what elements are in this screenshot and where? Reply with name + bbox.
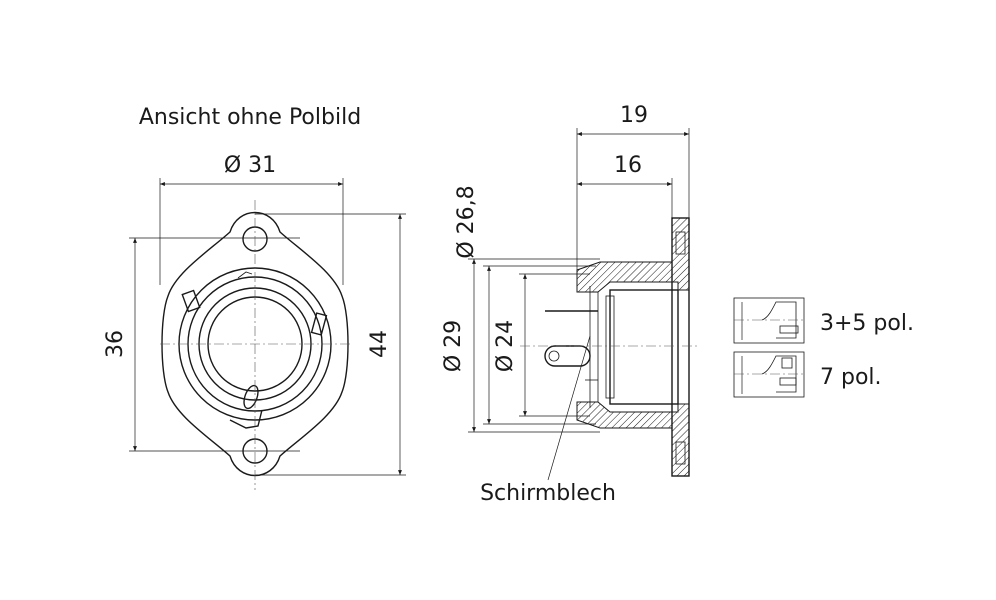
side-view: 19 16 Ø 26,8 Ø 29 Ø 24: [441, 103, 700, 506]
flange-outline: [161, 211, 349, 477]
flange-hole-bottom: [675, 441, 686, 465]
dimension-dia-24: Ø 24: [493, 273, 590, 417]
solder-hole: [548, 350, 560, 362]
latch-tab-right: [310, 312, 328, 336]
front-view: Ansicht ohne Polbild Ø 31 36 44: [103, 105, 406, 490]
key-notch: [229, 409, 263, 429]
variant-thumb-7: [733, 351, 805, 398]
solder-cup: [544, 345, 591, 367]
flange-plate: [671, 217, 690, 477]
dimension-label-36: 36: [103, 330, 128, 358]
flange-hole-top: [675, 231, 686, 255]
dimension-label-29: Ø 29: [441, 320, 466, 372]
variant-7-pol: 7 pol.: [733, 351, 882, 398]
latch-tab-left: [181, 289, 201, 313]
variant-label-7: 7 pol.: [820, 365, 882, 390]
dimension-dia-26-8: Ø 26,8: [454, 185, 600, 433]
shield-label: Schirmblech: [480, 481, 616, 506]
dimension-dia-29: Ø 29: [441, 265, 596, 425]
variant-3-5-pol: 3+5 pol.: [733, 297, 914, 344]
dimension-label-24: Ø 24: [493, 320, 518, 372]
top-notch: [237, 271, 253, 279]
dimension-height-36: 36: [103, 237, 300, 452]
dimension-label-31: Ø 31: [224, 153, 276, 178]
key-pin: [243, 384, 259, 410]
dimension-depth-19: 19: [576, 103, 690, 270]
housing-top-section: [576, 217, 690, 293]
dimension-depth-16: 16: [577, 153, 673, 220]
dimension-label-44: 44: [367, 330, 392, 358]
variant-label-3-5: 3+5 pol.: [820, 311, 914, 336]
variant-thumb-3-5: [733, 297, 805, 344]
dimension-label-16: 16: [614, 153, 642, 178]
dimension-label-19: 19: [620, 103, 648, 128]
insert-inner: [605, 295, 615, 399]
shield-leader-line: [547, 335, 591, 481]
dimension-label-26-8: Ø 26,8: [454, 185, 479, 258]
view-title: Ansicht ohne Polbild: [139, 105, 361, 130]
dimension-width-31: Ø 31: [159, 153, 344, 285]
dimension-height-44: 44: [255, 213, 406, 476]
insert-body: [609, 289, 679, 405]
